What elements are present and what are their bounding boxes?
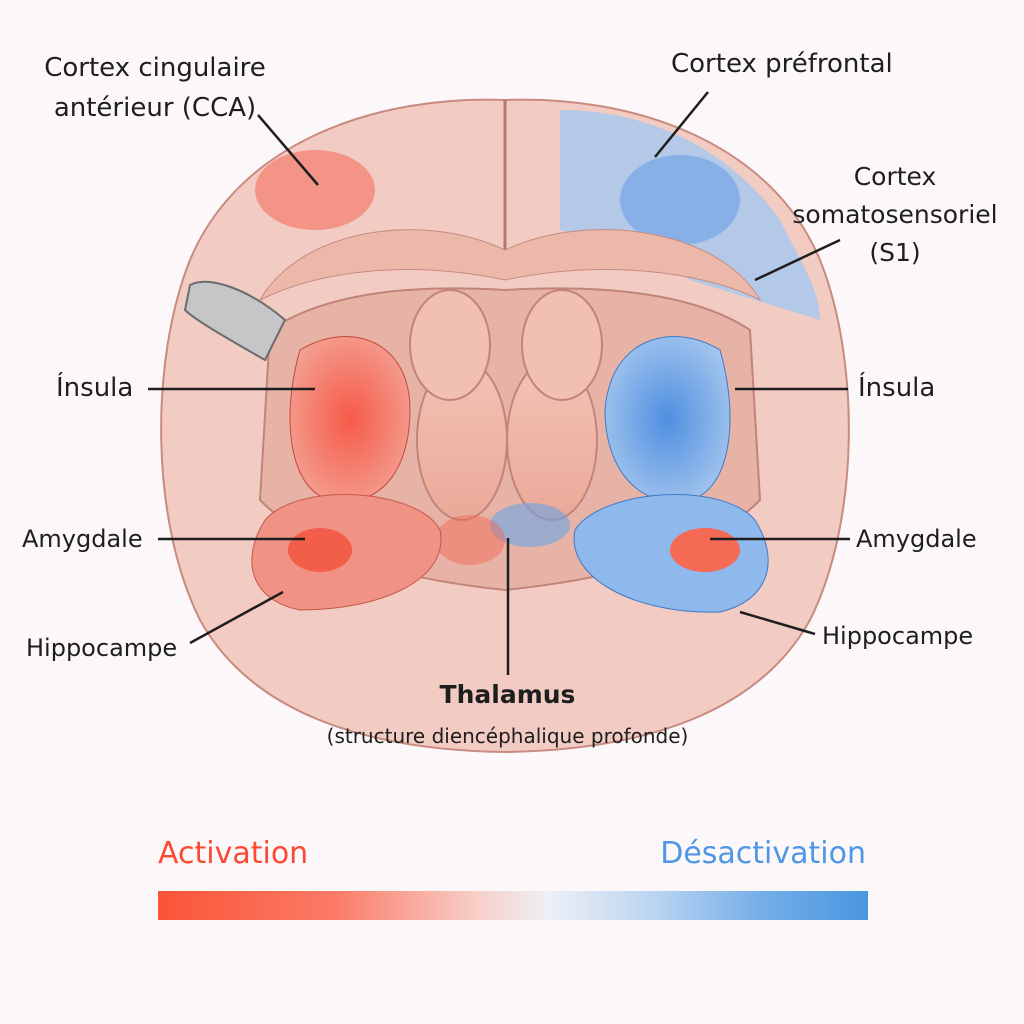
label-amygdala-left: Amygdale xyxy=(22,525,143,553)
legend-color-bar xyxy=(158,891,868,920)
label-amygdala-right: Amygdale xyxy=(856,525,977,553)
label-s1-line1: Cortex xyxy=(853,162,937,191)
label-cca-line1: Cortex cingulaire xyxy=(44,53,266,83)
label-thalamus: Thalamus xyxy=(439,680,576,709)
label-cca: Cortex cingulaire antérieur (CCA) xyxy=(30,48,280,128)
label-insula-left: Ínsula xyxy=(56,373,134,403)
label-s1-line2: somatosensoriel xyxy=(792,200,998,229)
metal-ring xyxy=(183,280,287,362)
label-prefrontal: Cortex préfrontal xyxy=(671,49,893,79)
leader-lines xyxy=(148,91,850,675)
label-s1-line3: (S1) xyxy=(869,238,921,267)
label-s1: Cortex somatosensoriel (S1) xyxy=(780,158,1010,272)
insula-left xyxy=(289,336,411,502)
label-thalamus-sub: (structure diencéphalique profonde) xyxy=(326,724,689,748)
label-hippocampus-right: Hippocampe xyxy=(822,622,974,650)
amygdala-right xyxy=(670,528,740,572)
label-insula-right: Ínsula xyxy=(858,373,936,403)
label-hippocampus-left: Hippocampe xyxy=(26,634,178,662)
amygdala-left xyxy=(288,528,352,572)
label-cca-line2: antérieur (CCA) xyxy=(53,93,257,123)
cca-region xyxy=(255,150,375,230)
insula-right xyxy=(604,336,731,502)
legend-deactivation-label: Désactivation xyxy=(660,836,866,871)
legend-activation-label: Activation xyxy=(158,836,309,871)
